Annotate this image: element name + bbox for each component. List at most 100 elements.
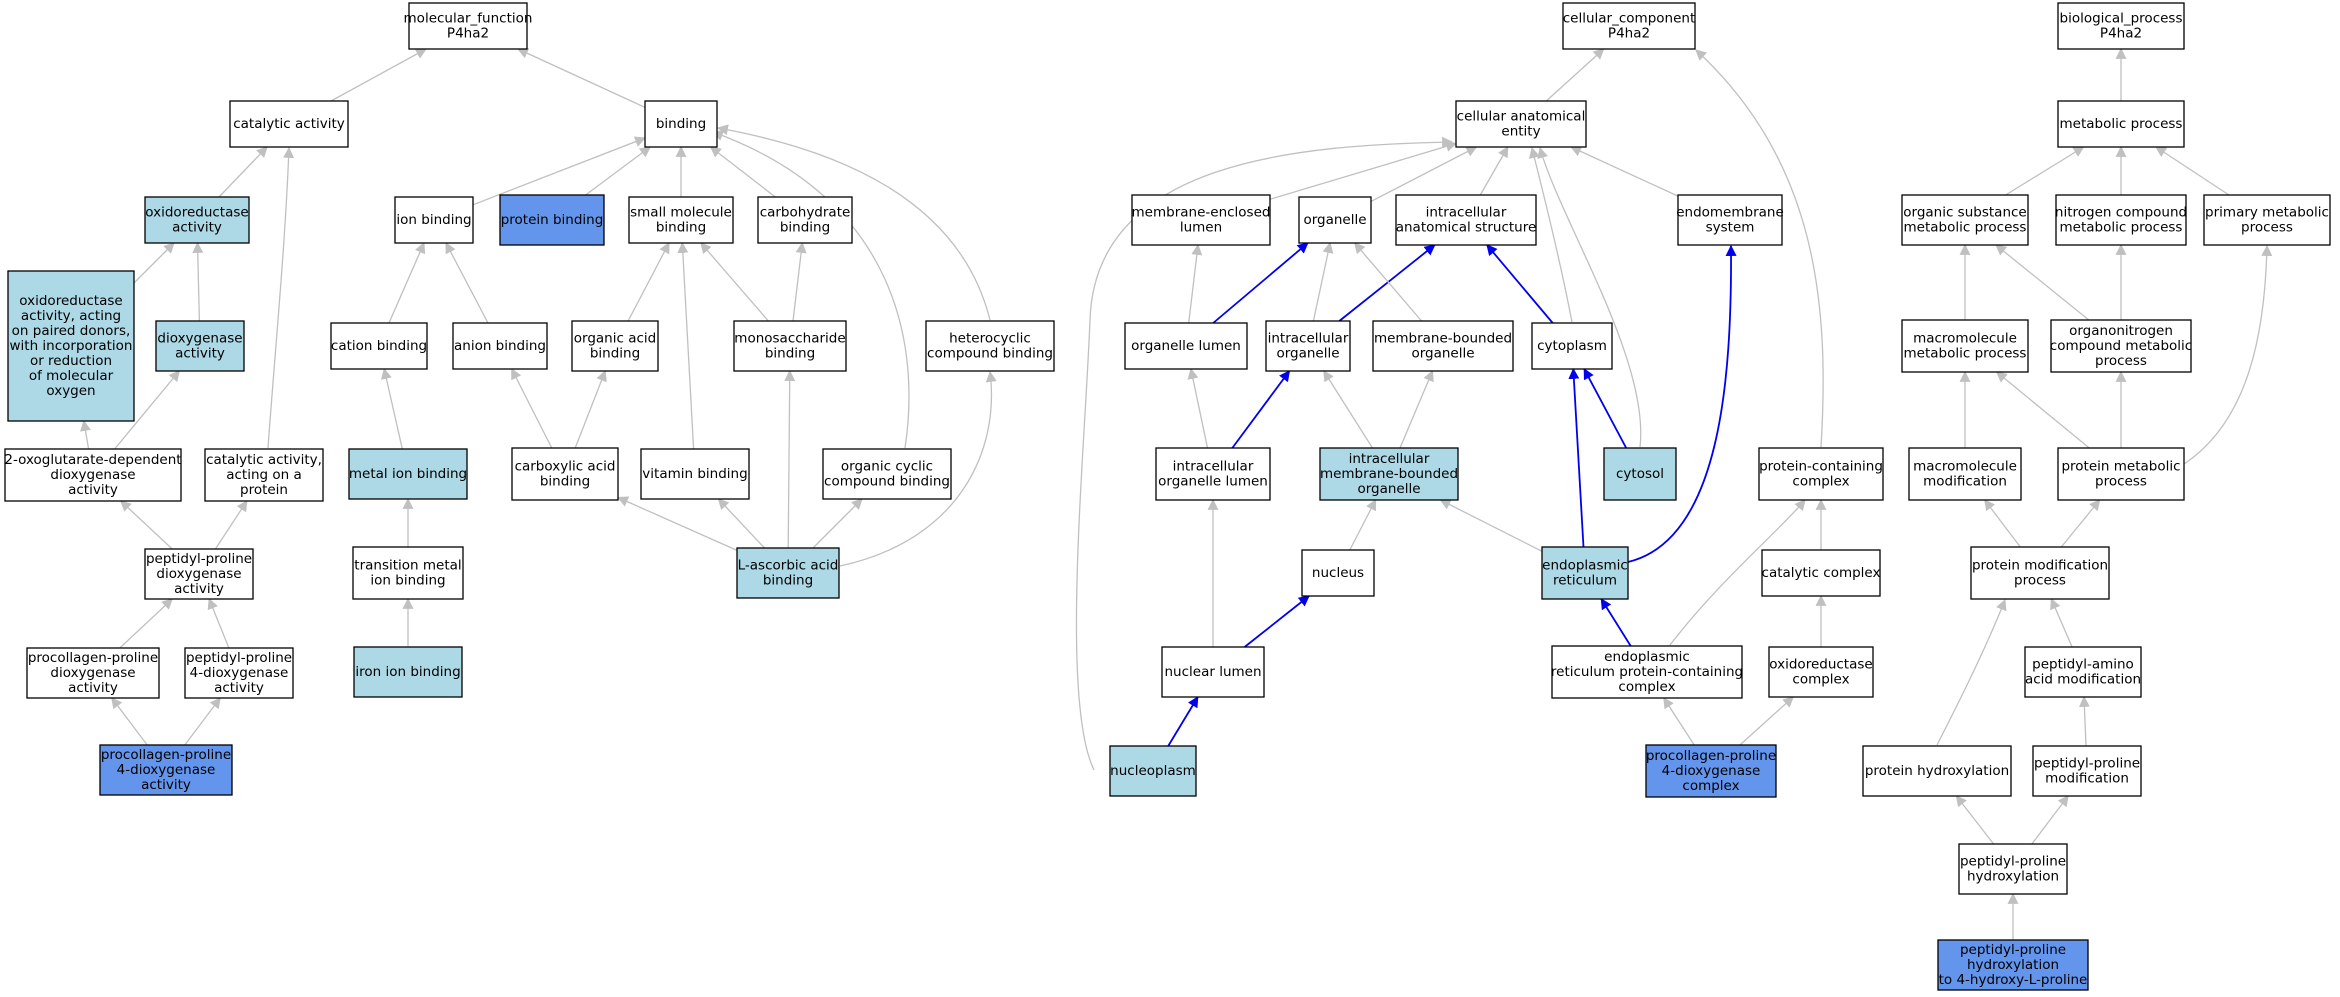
- node-cytoplasm[interactable]: cytoplasm: [1531, 322, 1613, 370]
- node-organelle[interactable]: organelle: [1298, 196, 1372, 244]
- node-organelle-lumen[interactable]: organelle lumen: [1124, 322, 1248, 370]
- node-nucleus[interactable]: nucleus: [1301, 549, 1375, 597]
- node-label-line: endomembrane: [1676, 205, 1784, 221]
- node-box: [204, 448, 324, 502]
- node-catalytic-activity[interactable]: catalytic activity: [229, 100, 349, 148]
- node-box: [1677, 194, 1783, 246]
- node-box: [1758, 447, 1884, 501]
- node-label-line: with incorporation: [10, 338, 133, 354]
- node-nucleoplasm[interactable]: nucleoplasm: [1109, 745, 1197, 797]
- node-ion-binding[interactable]: ion binding: [394, 196, 474, 244]
- node-iron-ion-binding[interactable]: iron ion binding: [353, 646, 463, 698]
- node-box: [1131, 194, 1271, 246]
- node-label-line: activity: [68, 482, 118, 498]
- edge-protein-modification-to-protein-metabolic: [2060, 499, 2101, 548]
- edge-procollagen-proline-4-dioxygenase-complex-to-oxidoreductase-complex: [1739, 696, 1795, 746]
- node-metal-ion-binding[interactable]: metal ion binding: [348, 448, 468, 500]
- node-label-line: membrane-bounded: [1320, 466, 1458, 482]
- node-box: [99, 744, 233, 796]
- node-binding[interactable]: binding: [644, 100, 718, 148]
- node-box: [1901, 194, 2029, 246]
- node-box: [733, 320, 847, 372]
- node-cytosol[interactable]: cytosol: [1603, 447, 1677, 501]
- node-box: [1372, 320, 1514, 372]
- node-box: [352, 546, 464, 600]
- node-box: [1319, 447, 1459, 501]
- node-label-line: to 4-hydroxy-L-proline: [1939, 972, 2088, 988]
- node-anion-binding[interactable]: anion binding: [452, 322, 548, 370]
- node-label-line: vitamin binding: [642, 466, 747, 482]
- edge-protein-metabolic-to-macromolecule-metabolic: [1995, 371, 2090, 449]
- node-box: [571, 320, 659, 372]
- edge-nucleus-to-intracellular-membrane-bounded-organelle: [1349, 499, 1377, 551]
- node-label-line: compound binding: [927, 346, 1053, 362]
- node-box: [736, 547, 840, 599]
- node-label-line: oxidoreductase: [19, 293, 122, 309]
- node-label-line: metabolic process: [1904, 220, 2027, 236]
- node-box: [511, 447, 619, 501]
- node-vitamin-binding[interactable]: vitamin binding: [640, 448, 750, 500]
- node-label-line: protein binding: [501, 212, 604, 228]
- node-protein-binding[interactable]: protein binding: [499, 194, 605, 246]
- node-label-line: 4-dioxygenase: [117, 762, 216, 778]
- node-box: [925, 320, 1055, 372]
- node-protein-hydroxylation[interactable]: protein hydroxylation: [1862, 745, 2012, 797]
- node-catalytic-complex[interactable]: catalytic complex: [1761, 549, 1881, 597]
- node-metabolic-process[interactable]: metabolic process: [2057, 100, 2185, 148]
- node-box: [155, 320, 245, 372]
- node-box: [1161, 646, 1265, 698]
- node-oxoglutarate-dioxygenase[interactable]: 2-oxoglutarate-dependentdioxygenaseactiv…: [4, 448, 182, 502]
- edge-cytosol-to-cellular-anatomical-entity: [1537, 146, 1642, 448]
- node-box: [1761, 549, 1881, 597]
- node-label-line: metabolic process: [2060, 220, 2183, 236]
- node-nuclear-lumen[interactable]: nuclear lumen: [1161, 646, 1265, 698]
- node-cation-binding[interactable]: cation binding: [330, 322, 428, 370]
- node-label-line: intracellular: [1349, 451, 1430, 467]
